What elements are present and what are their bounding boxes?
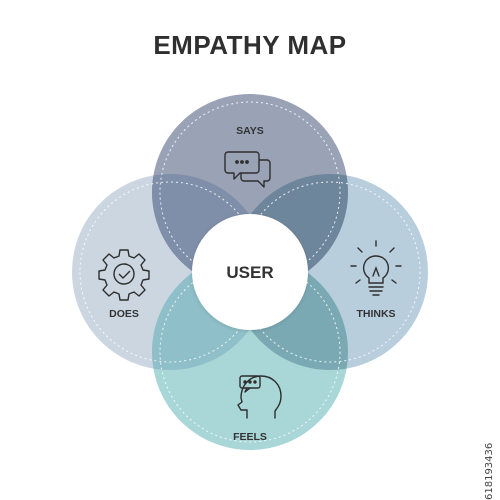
watermark-id: 618193436 <box>484 442 495 500</box>
does-label: DOES <box>109 308 139 320</box>
says-label: SAYS <box>236 125 264 137</box>
speech-bubbles-icon <box>224 151 271 188</box>
feels-label: FEELS <box>233 431 267 443</box>
feels-dashed-ring <box>159 261 341 443</box>
thinks-dashed-ring <box>239 181 421 363</box>
lightbulb-icon <box>350 240 402 296</box>
thinks-label: THINKS <box>356 308 395 320</box>
head-chat-icon <box>237 375 282 419</box>
gear-check-icon <box>98 249 150 301</box>
center-label: USER <box>226 263 273 282</box>
diagram-title: EMPATHY MAP <box>153 30 347 60</box>
center-circle <box>192 214 308 330</box>
